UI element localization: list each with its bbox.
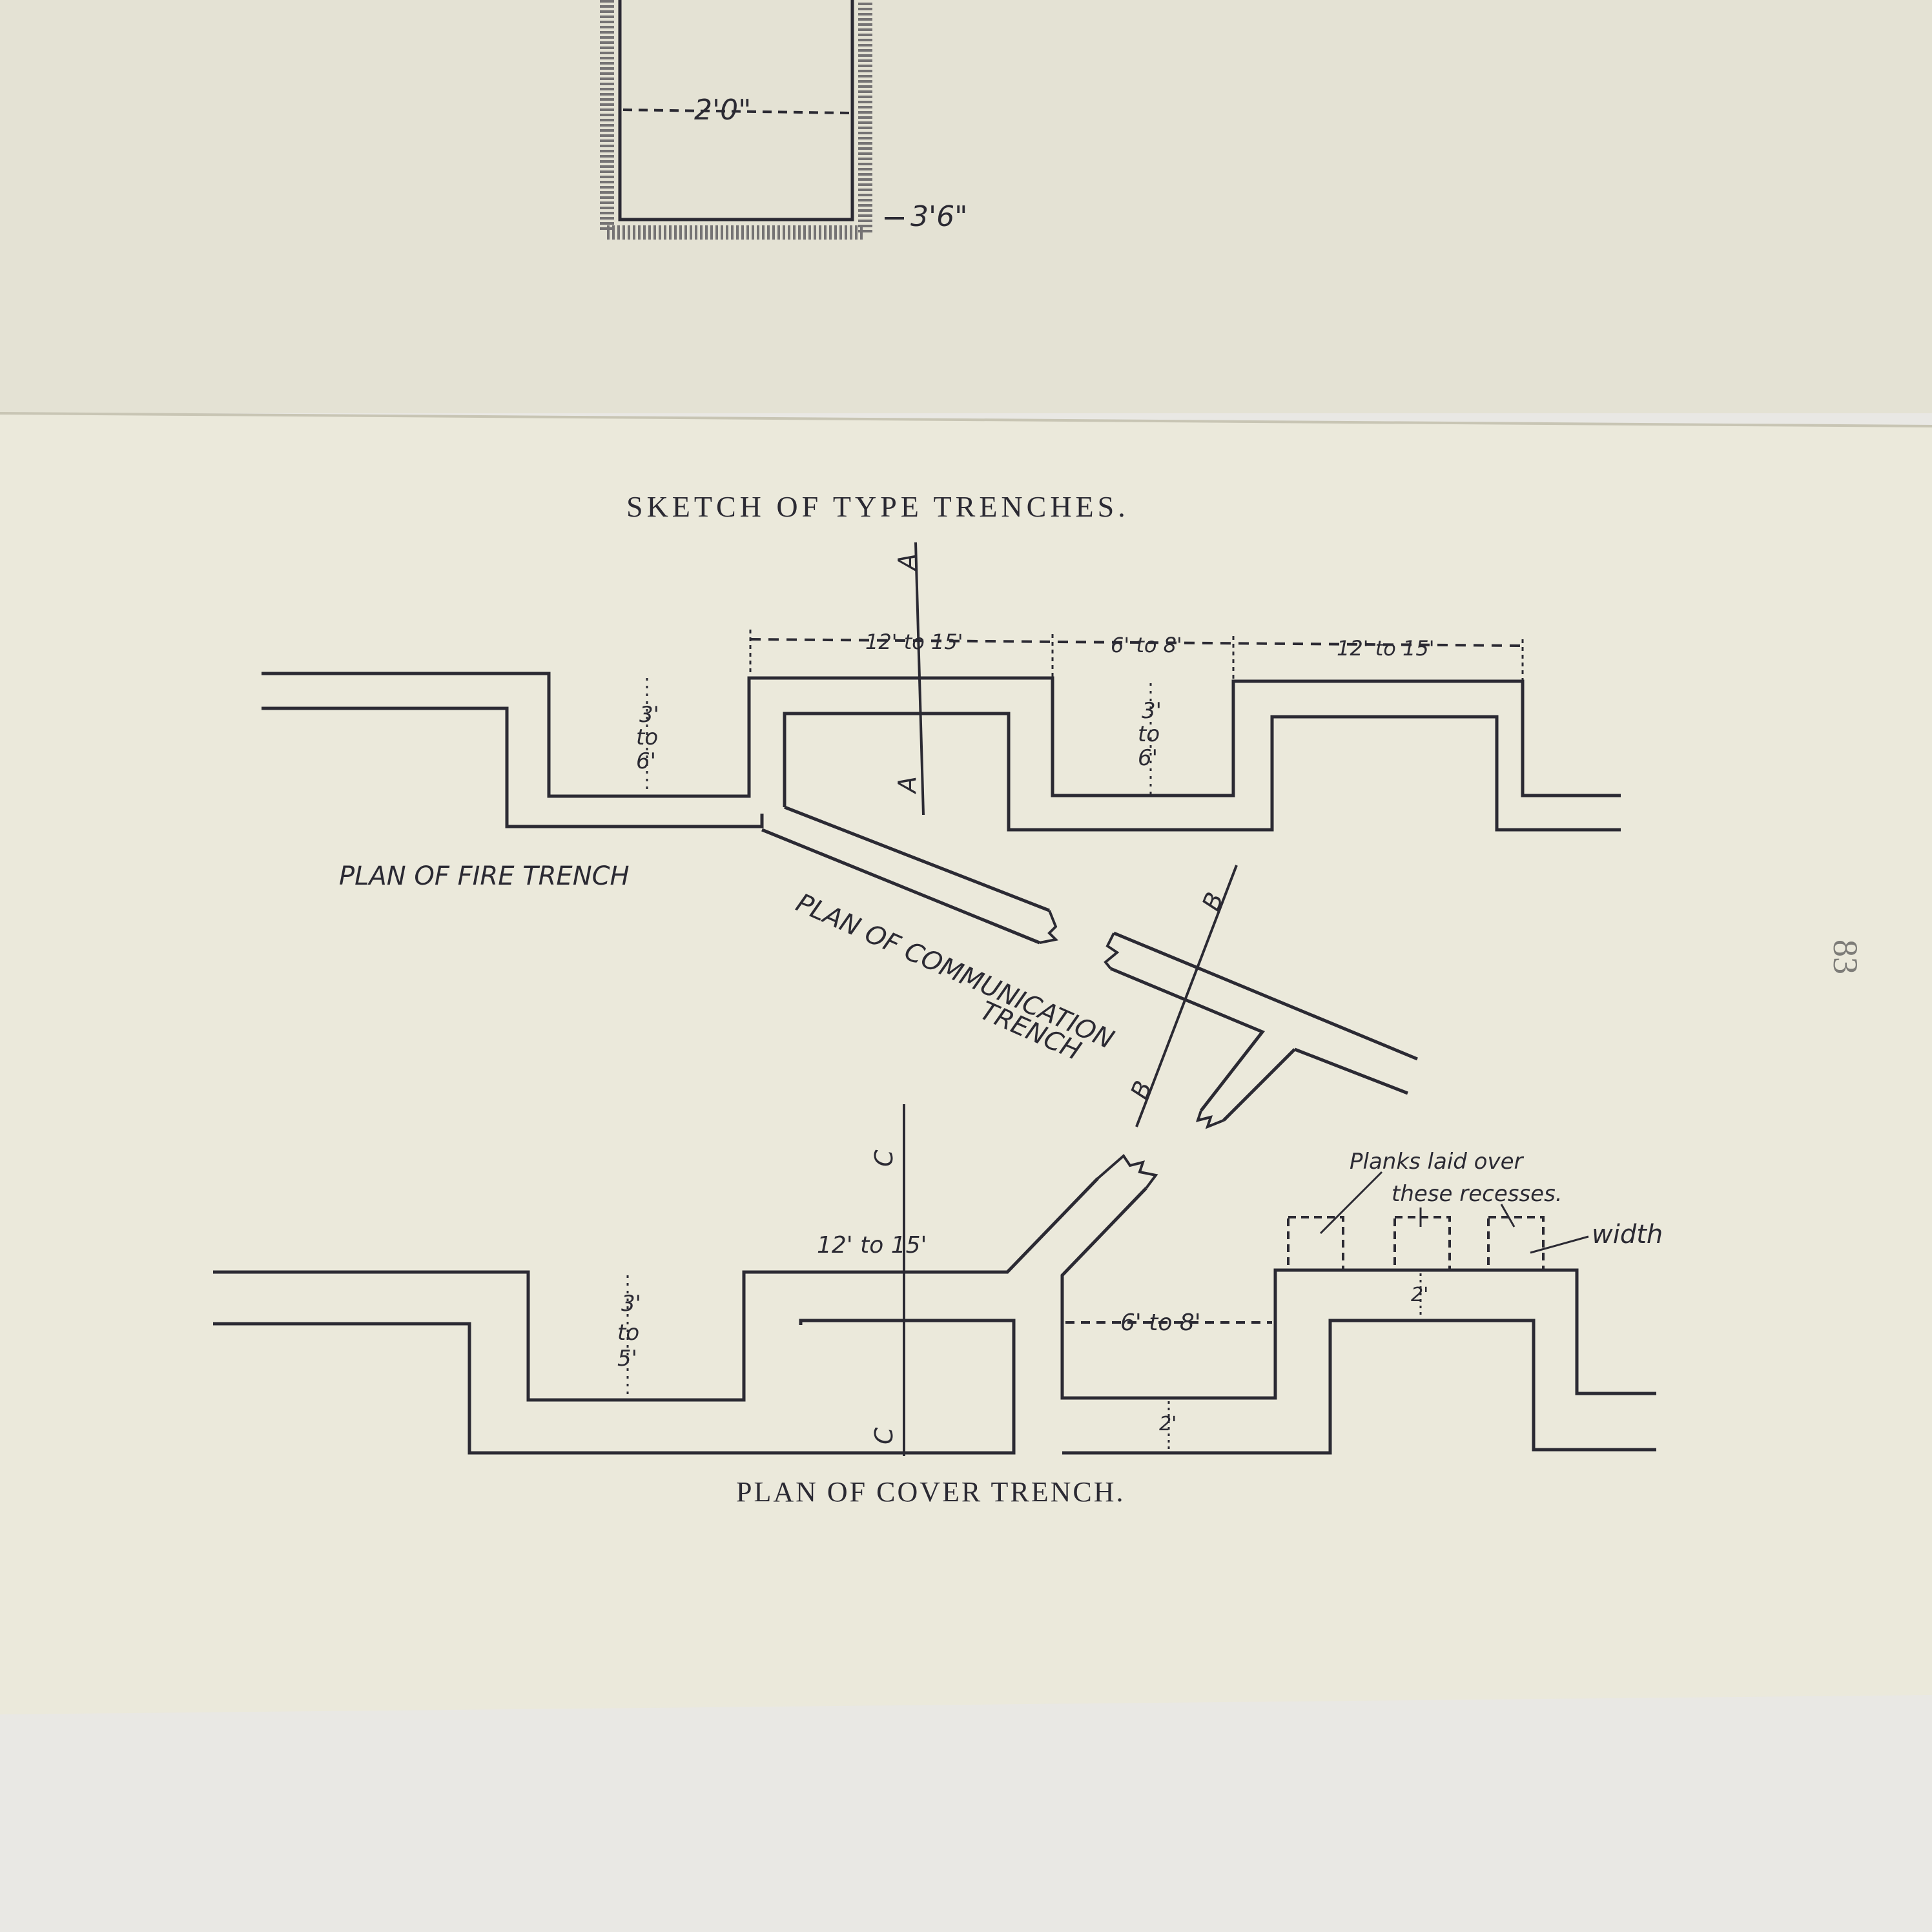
page-number: 83 (1826, 940, 1865, 974)
fire-depth-mid-3: 6' (1138, 745, 1158, 771)
comm-trench-break-1 (1039, 910, 1059, 944)
note-arrow-3 (1500, 1204, 1516, 1228)
comm-trench-line-lower-2 (1110, 967, 1265, 1112)
recess-3 (1487, 1216, 1545, 1271)
recess-2 (1393, 1216, 1451, 1271)
cover-depth-left-3: 5' (617, 1346, 637, 1372)
fire-section-label-bottom: A (893, 776, 921, 795)
fire-trench-plan (262, 542, 1621, 832)
page-fold (0, 412, 1932, 427)
cover-depth-left-2: to (617, 1320, 639, 1346)
planks-note-line2: these recesses. (1392, 1181, 1563, 1207)
page-title: SKETCH OF TYPE TRENCHES. (626, 490, 1129, 523)
cover-trench-inner-line-2 (801, 1319, 1656, 1455)
fire-trench-inner-line (262, 706, 764, 828)
comm-trench-break-3 (1195, 1110, 1224, 1129)
cover-trench-outer-line-2 (1060, 1187, 1656, 1400)
cover-recess-depth: 2' (1411, 1284, 1428, 1306)
cover-section-label-top: C (870, 1149, 898, 1167)
section-line-a (914, 542, 925, 816)
upper-page (0, 0, 1932, 413)
fire-trench-inner-line-2 (783, 712, 1621, 832)
cover-section-label-bottom: C (870, 1427, 898, 1444)
section-line-b (1135, 865, 1238, 1127)
comm-trench-break-2 (1104, 932, 1120, 970)
width-note: width (1592, 1220, 1663, 1249)
fire-section-label-top: A (893, 553, 921, 572)
recess-1 (1287, 1216, 1344, 1271)
cover-trench-break (1096, 1153, 1158, 1189)
cover-trench-plan (213, 1104, 1656, 1456)
cover-step-depth: 2' (1159, 1413, 1177, 1435)
fire-trench-caption: PLAN OF FIRE TRENCH (339, 861, 630, 891)
top-depth-label: 3'6" (910, 200, 967, 233)
cover-depth-left-1: 3' (621, 1291, 641, 1317)
comm-trench-line-upper-2 (1113, 931, 1418, 1061)
fire-depth-mid-2: to (1138, 721, 1160, 747)
lower-page (0, 413, 1932, 1714)
section-outline (618, 0, 854, 221)
cover-dim-traverse: 6' to 8' (1120, 1310, 1201, 1336)
planks-note-line1: Planks laid over (1350, 1149, 1525, 1175)
top-width-label: 2'0" (694, 94, 751, 127)
fire-dim-bay-right: 12' to 15' (1337, 636, 1435, 661)
fire-depth-left-3: 6' (636, 748, 656, 774)
comm-trench-branch (1222, 1047, 1408, 1122)
fire-dim-traverse: 6' to 8' (1111, 633, 1182, 657)
comm-trench-line-upper (784, 805, 1050, 912)
fire-trench-outer-line (262, 672, 1621, 798)
fire-depth-left-2: to (636, 724, 658, 750)
fire-dim-bay: 12' to 15' (865, 630, 963, 654)
fire-dimension-line (750, 638, 1523, 647)
trench-section-figure (600, 0, 904, 240)
width-dimension-line (622, 108, 850, 114)
section-hatching (600, 0, 872, 240)
cover-trench-outer-line (213, 1177, 1099, 1402)
fire-depth-mid-1: 3' (1142, 698, 1162, 724)
comm-trench-line-lower (761, 828, 1040, 945)
cover-trench-caption: PLAN OF COVER TRENCH. (736, 1476, 1125, 1508)
width-arrow (1530, 1235, 1589, 1254)
communication-trench-plan (761, 805, 1418, 1129)
cover-dim-bay: 12' to 15' (817, 1232, 927, 1259)
note-arrow-1 (1319, 1171, 1383, 1235)
fire-depth-left-1: 3' (639, 702, 659, 728)
